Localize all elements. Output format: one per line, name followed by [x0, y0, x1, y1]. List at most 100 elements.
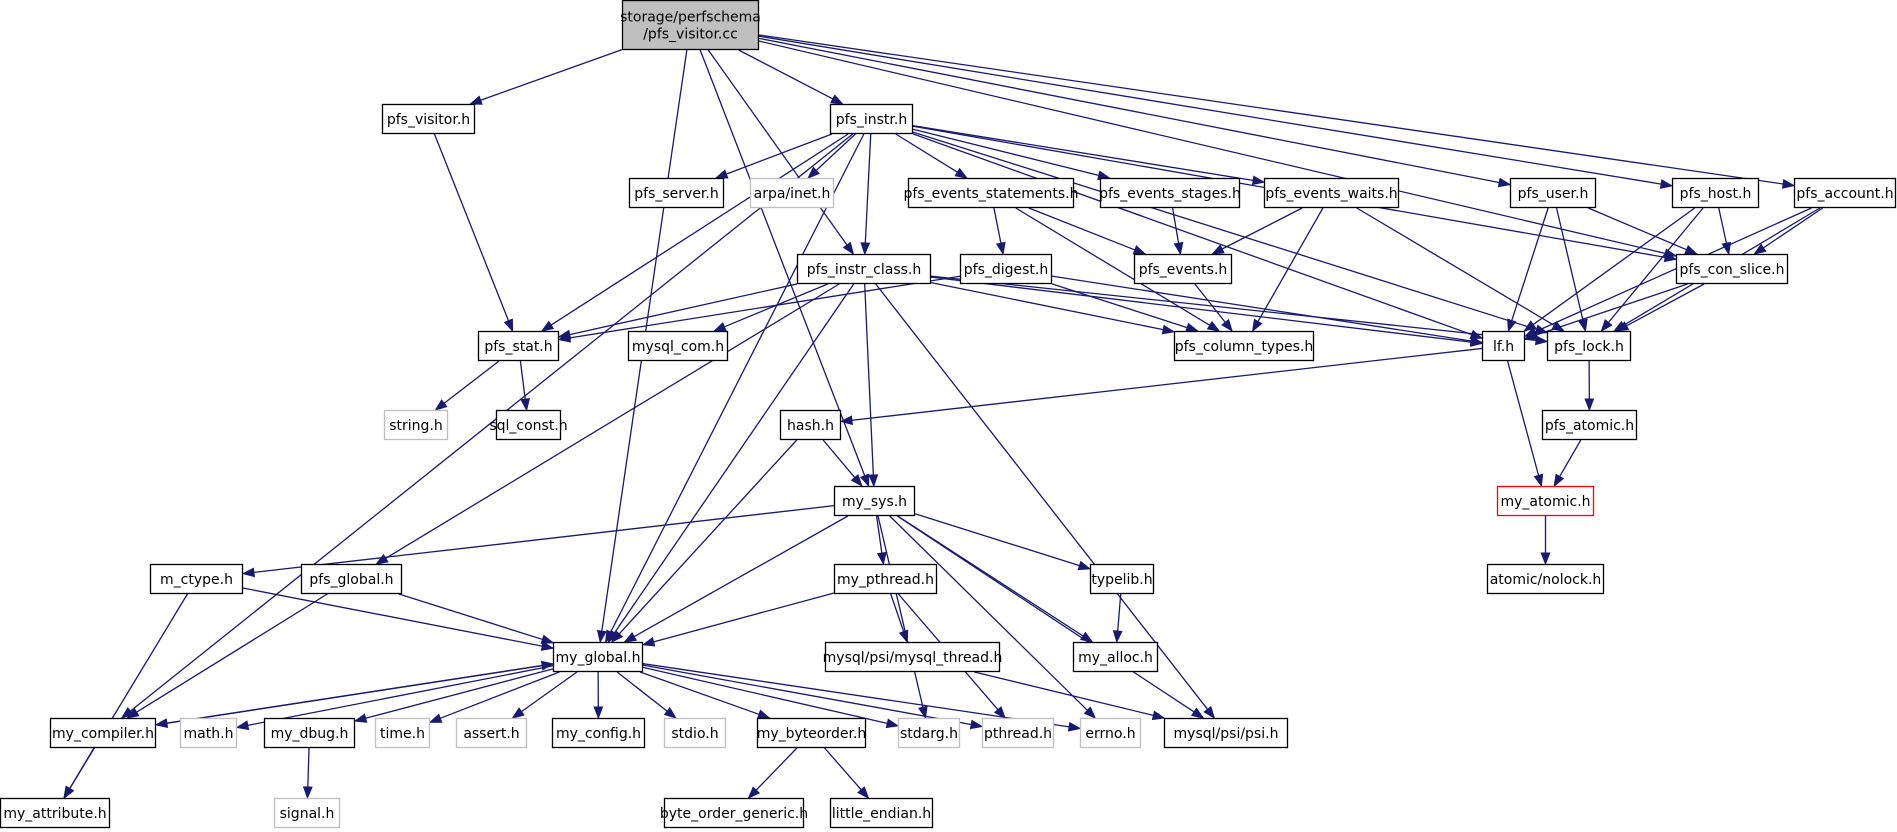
node-pfs-global-h[interactable]: pfs_global.h [300, 563, 403, 595]
node-pfs-user-h[interactable]: pfs_user.h [1509, 177, 1597, 209]
node-my-sys-h[interactable]: my_sys.h [833, 485, 916, 517]
node-lf-h[interactable]: lf.h [1481, 330, 1526, 362]
edge-arrowhead [1132, 245, 1147, 255]
node-my-alloc-h[interactable]: my_alloc.h [1072, 641, 1159, 673]
node-my-pthread-h[interactable]: my_pthread.h [833, 563, 938, 595]
node-pthread-h[interactable]: pthread.h [981, 717, 1055, 749]
edge-my-pthread-h-to-mysql-psi-mysql-thread-h [890, 593, 905, 632]
edge-pfs-instr-class-h-to-mysql-psi-psi-h [875, 283, 1209, 710]
node-pfs-events-h[interactable]: pfs_events.h [1133, 253, 1233, 285]
edge-arrowhead [610, 630, 624, 644]
node-atomic-nolock-h[interactable]: atomic/nolock.h [1486, 563, 1605, 595]
node-hash-h[interactable]: hash.h [779, 409, 842, 441]
node-box [1079, 717, 1142, 749]
edge-arrowhead [885, 718, 900, 729]
node-pfs-instr-h[interactable]: pfs_instr.h [829, 103, 914, 135]
node-my-dbug-h[interactable]: my_dbug.h [263, 717, 356, 749]
node-my-config-h[interactable]: my_config.h [551, 717, 646, 749]
edge-arrowhead [302, 786, 313, 800]
edge-pfs-instr-class-h-to-pfs-lock-h [930, 275, 1537, 342]
node-box [829, 103, 914, 135]
node-box [552, 641, 644, 673]
node-pfs-events-stages-h[interactable]: pfs_events_stages.h [1099, 177, 1241, 209]
node-box [1793, 177, 1897, 209]
node-label: pfs_digest.h [964, 262, 1049, 278]
node-pfs-server-h[interactable]: pfs_server.h [628, 177, 725, 209]
node-my-attribute-h[interactable]: my_attribute.h [0, 797, 111, 829]
node-pfs-lock-h[interactable]: pfs_lock.h [1546, 330, 1632, 362]
edge-arrowhead [593, 706, 604, 720]
node-little-endian-h[interactable]: little_endian.h [829, 797, 934, 829]
node-label: pfs_events_stages.h [1099, 186, 1241, 202]
node-box [49, 717, 157, 749]
node-math-h[interactable]: math.h [179, 717, 238, 749]
edge-pfs-instr-class-h-to-pfs-stat-h [569, 283, 798, 336]
node-label: pfs_account.h [1796, 186, 1893, 202]
node-mysql-com-h[interactable]: mysql_com.h [627, 330, 729, 362]
edge-arrowhead [503, 318, 514, 333]
node-byte-order-generic-h[interactable]: byte_order_generic.h [660, 797, 808, 829]
node-pfs-column-types-h[interactable]: pfs_column_types.h [1173, 330, 1315, 362]
node-stdarg-h[interactable]: stdarg.h [897, 717, 961, 749]
node-pfs-instr-class-h[interactable]: pfs_instr_class.h [796, 253, 932, 285]
node-mysql-psi-mysql-thread-h[interactable]: mysql/psi/mysql_thread.h [823, 641, 1003, 673]
edge-pfs-instr-h-to-pfs-events-statements-h [895, 133, 958, 173]
node-label: my_pthread.h [837, 572, 934, 588]
node-errno-h[interactable]: errno.h [1079, 717, 1142, 749]
edge-arrowhead [1067, 721, 1082, 732]
node-box [981, 717, 1055, 749]
node-pfs-stat-h[interactable]: pfs_stat.h [477, 330, 560, 362]
node-box [551, 717, 646, 749]
node-pfs-digest-h[interactable]: pfs_digest.h [959, 253, 1053, 285]
edge-arrowhead [1077, 560, 1092, 571]
edge-root-to-pfs-host-h [758, 35, 1662, 185]
node-pfs-visitor-h[interactable]: pfs_visitor.h [381, 103, 476, 135]
node-sql-const-h[interactable]: sql_const.h [489, 409, 568, 441]
node-box [824, 641, 1001, 673]
node-pfs-host-h[interactable]: pfs_host.h [1671, 177, 1760, 209]
edge-arrowhead [1206, 320, 1221, 332]
edge-pfs-digest-h-to-pfs-column-types-h [1051, 283, 1188, 329]
node-box [663, 797, 805, 829]
edge-hash-h-to-my-sys-h [822, 439, 856, 479]
node-pfs-events-statements-h[interactable]: pfs_events_statements.h [904, 177, 1079, 209]
node-pfs-con-slice-h[interactable]: pfs_con_slice.h [1675, 253, 1789, 285]
node-box [796, 253, 932, 285]
edge-arrowhead [969, 719, 984, 730]
node-label: time.h [380, 726, 425, 742]
node-pfs-atomic-h[interactable]: pfs_atomic.h [1541, 409, 1638, 441]
node-my-compiler-h[interactable]: my_compiler.h [49, 717, 157, 749]
edge-pfs-con-slice-h-to-lf-h [1535, 283, 1688, 336]
node-stdio-h[interactable]: stdio.h [663, 717, 727, 749]
node-label: little_endian.h [832, 806, 931, 822]
node-label: my_atomic.h [1500, 494, 1590, 510]
edge-arrowhead [850, 474, 863, 488]
node-pfs-account-h[interactable]: pfs_account.h [1793, 177, 1897, 209]
root-file-node[interactable]: storage/perfschema/pfs_visitor.cc [620, 0, 761, 51]
node-time-h[interactable]: time.h [374, 717, 431, 749]
node-pfs-events-waits-h[interactable]: pfs_events_waits.h [1263, 177, 1400, 209]
node-m-ctype-h[interactable]: m_ctype.h [149, 563, 244, 595]
node-my-byteorder-h[interactable]: my_byteorder.h [757, 717, 867, 749]
node-my-global-h[interactable]: my_global.h [552, 641, 644, 673]
node-box [455, 717, 528, 749]
edge-arrowhead [1251, 175, 1266, 186]
node-label: stdarg.h [900, 726, 958, 742]
edge-pfs-instr-h-to-pfs-stat-h [550, 133, 849, 326]
node-string-h[interactable]: string.h [383, 409, 449, 441]
node-arpa-inet-h[interactable]: arpa/inet.h [749, 177, 835, 209]
node-mysql-psi-psi-h[interactable]: mysql/psi/psi.h [1163, 717, 1289, 749]
edge-arrowhead [1578, 318, 1588, 333]
edge-pfs-stat-h-to-sql-const-h [519, 360, 526, 400]
node-my-atomic-h[interactable]: my_atomic.h [1496, 485, 1595, 517]
edge-arrowhead [993, 706, 1007, 720]
node-box [1541, 409, 1638, 441]
node-typelib-h[interactable]: typelib.h [1089, 563, 1155, 595]
node-assert-h[interactable]: assert.h [455, 717, 528, 749]
node-label: byte_order_generic.h [660, 806, 808, 822]
edge-my-dbug-h-to-signal-h [307, 747, 310, 788]
node-label: pfs_visitor.h [387, 112, 470, 128]
node-signal-h[interactable]: signal.h [273, 797, 341, 829]
edge-arrowhead [375, 553, 389, 565]
node-box [1546, 330, 1632, 362]
